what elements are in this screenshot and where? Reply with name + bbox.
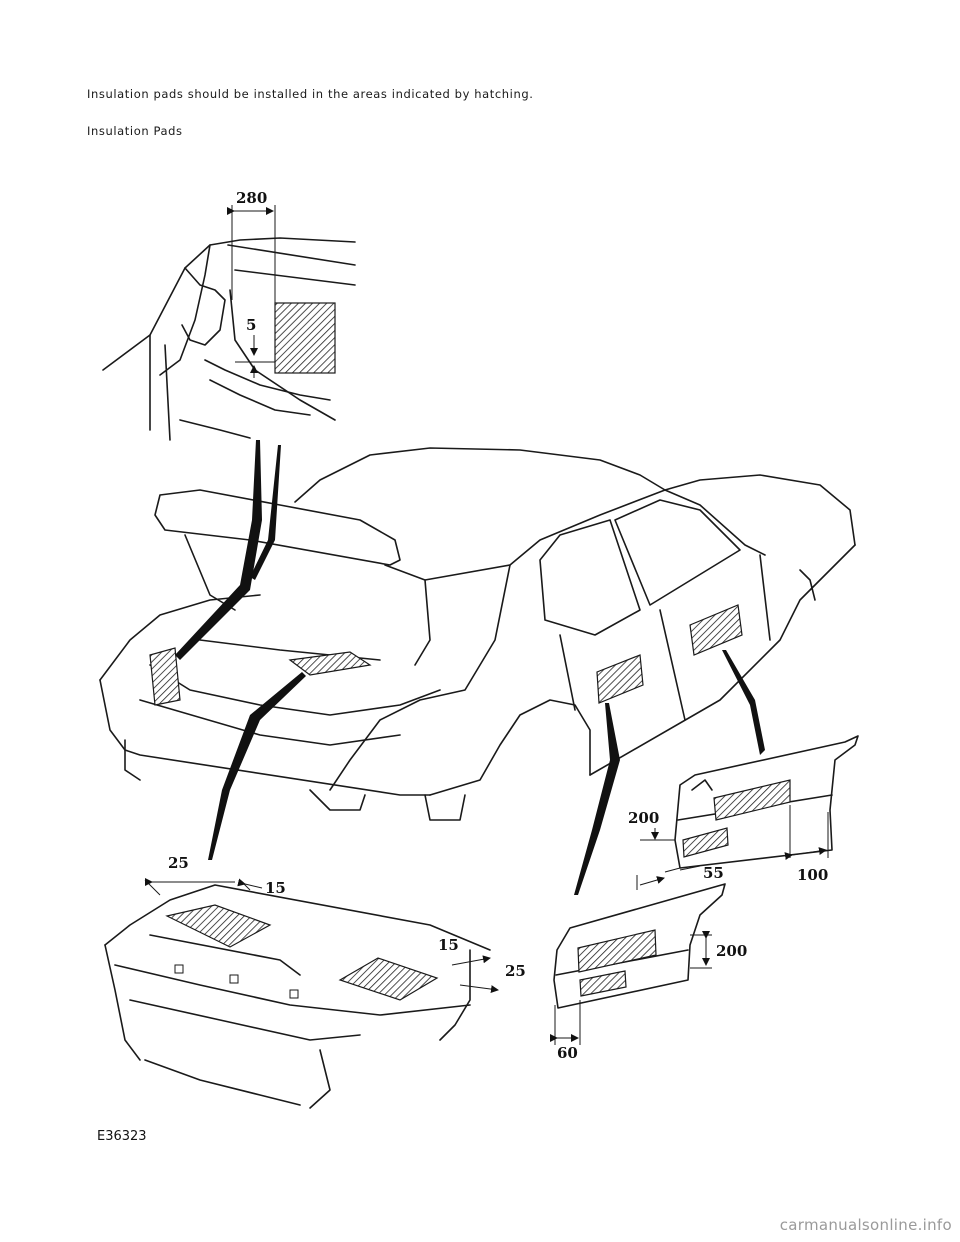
rear-door-pad-small [579,970,627,997]
leader-rear-door [574,703,620,895]
boot-side-pad [149,647,181,706]
rear-quarter-detail [102,205,356,441]
figure-reference: E36323 [97,1129,147,1144]
car-body-shell [99,447,856,821]
front-door-pad-large [713,779,791,821]
rear-door-pad-large [577,929,657,973]
intro-text: Insulation pads should be installed in t… [87,87,534,101]
rear-door-panel [550,883,726,1045]
dimension-25-left: 25 [168,854,189,872]
figure-title: Insulation Pads [87,124,183,138]
dimension-100: 100 [797,866,828,884]
dimension-200-top: 200 [628,809,659,827]
dimension-25-right: 25 [505,962,526,980]
dimension-200-bottom: 200 [716,942,747,960]
leader-floor [208,672,306,860]
leader-boot-to-quarter [175,440,262,660]
front-door-panel [636,735,859,890]
dimension-280: 280 [236,189,267,207]
dimension-60: 60 [557,1044,578,1062]
front-door-pad [689,604,743,656]
watermark: carmanualsonline.info [779,1216,952,1234]
front-door-pad-small [682,827,729,858]
boot-floor-pad [288,651,372,676]
rear-door-pad [596,654,644,704]
dimension-5: 5 [246,316,256,334]
dimension-15-left: 15 [265,879,286,897]
rear-quarter-pad [274,302,336,374]
leader-quarter-upper [250,445,281,580]
leader-front-door [722,650,765,755]
boot-floor-detail [104,878,499,1109]
dimension-55: 55 [703,864,724,882]
floor-pad-left [165,904,272,948]
floor-pad-right [338,957,439,1001]
dimension-15-right: 15 [438,936,459,954]
